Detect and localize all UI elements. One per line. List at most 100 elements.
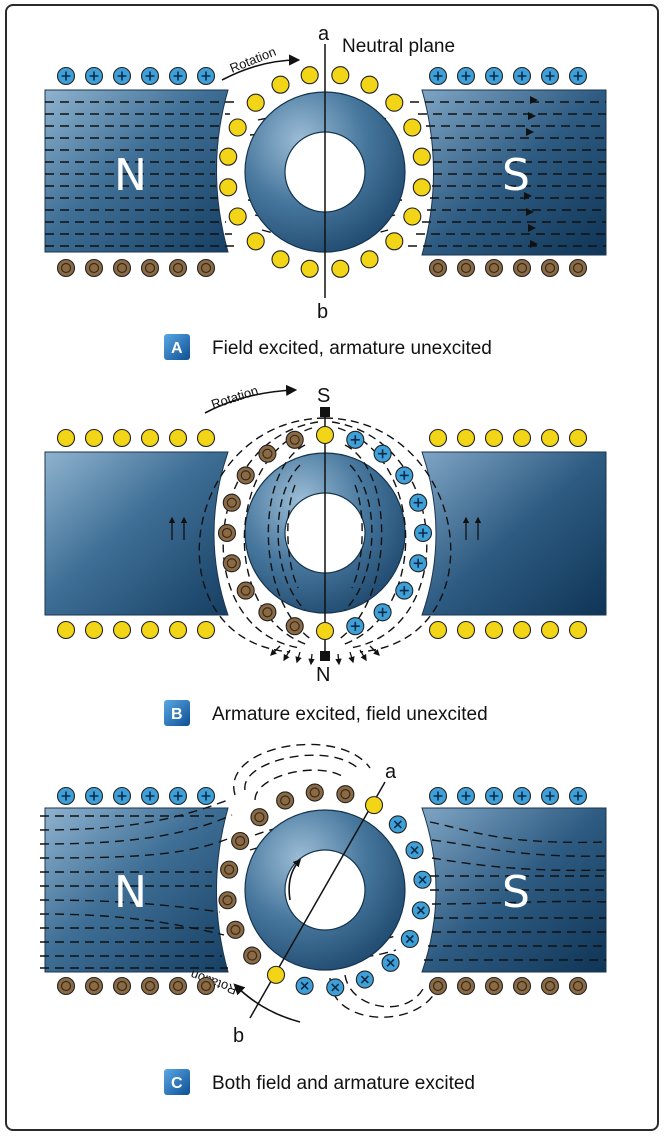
conductor-neutral	[271, 75, 290, 94]
conductor-dot	[140, 258, 160, 278]
conductor-neutral	[385, 232, 404, 251]
pole-marker-n	[320, 651, 330, 661]
conductor-neutral	[112, 620, 132, 640]
conductor-neutral	[403, 207, 422, 226]
conductor-neutral	[112, 428, 132, 448]
neutral-plane-label: Neutral plane	[342, 36, 455, 57]
conductor-neutral	[168, 620, 188, 640]
conductor-neutral	[219, 178, 238, 197]
conductor-neutral	[266, 965, 286, 984]
conductor-dot	[217, 523, 237, 543]
inner-rotation-arrow	[288, 858, 302, 901]
conductor-dot	[56, 976, 76, 996]
conductor-plus	[409, 493, 428, 512]
conductor-plus	[168, 786, 188, 806]
conductor-neutral	[196, 620, 216, 640]
rotation-label-a: Rotation	[228, 44, 279, 76]
conductor-cross	[381, 953, 400, 972]
conductor-dot	[140, 976, 160, 996]
conductor-neutral	[246, 93, 265, 112]
label-a-bottom: b	[317, 301, 328, 323]
conductor-plus	[140, 66, 160, 86]
conductor-neutral	[428, 620, 448, 640]
conductor-dot	[568, 258, 588, 278]
conductor-neutral	[56, 620, 76, 640]
field-lines-a	[45, 101, 606, 247]
conductor-neutral	[568, 428, 588, 448]
conductor-cross	[411, 901, 430, 920]
conductor-dot	[84, 258, 104, 278]
conductor-dot	[285, 430, 304, 449]
conductors-a	[56, 66, 588, 278]
conductor-neutral	[484, 428, 504, 448]
conductor-plus	[484, 786, 504, 806]
conductor-plus	[512, 786, 532, 806]
conductor-neutral	[168, 428, 188, 448]
conductor-neutral	[360, 75, 379, 94]
pole-label-s-c: S	[502, 867, 530, 918]
label-c-top: a	[385, 761, 397, 783]
conductor-plus	[540, 66, 560, 86]
conductor-neutral	[385, 93, 404, 112]
conductor-dot	[428, 976, 448, 996]
conductor-cross	[413, 870, 432, 889]
pole-marker-s	[320, 407, 330, 417]
conductor-neutral	[331, 66, 350, 85]
pole-left-b	[44, 451, 229, 616]
caption-c: Both field and armature excited	[212, 1073, 475, 1094]
conductor-dot	[226, 920, 245, 939]
conductor-neutral	[331, 259, 350, 278]
conductor-plus	[568, 786, 588, 806]
conductor-dot	[168, 976, 188, 996]
conductor-plus	[395, 581, 414, 600]
conductor-neutral	[540, 620, 560, 640]
conductor-plus	[196, 66, 216, 86]
conductor-plus	[112, 66, 132, 86]
conductor-dot	[231, 831, 250, 851]
conductor-dot	[540, 976, 560, 996]
conductor-dot	[285, 617, 304, 636]
conductor-neutral	[300, 66, 319, 85]
rotation-arrow-a	[221, 54, 301, 81]
flux-lines-b	[198, 417, 452, 653]
conductor-dot	[456, 976, 476, 996]
conductor-dot	[112, 976, 132, 996]
rotation-arrow-c	[233, 983, 301, 1023]
conductor-neutral	[228, 207, 247, 226]
conductor-plus	[373, 444, 392, 463]
conductor-plus	[84, 66, 104, 86]
conductor-neutral	[228, 118, 247, 137]
conductor-plus	[428, 786, 448, 806]
label-c-bottom: b	[233, 1025, 244, 1047]
conductor-plus	[428, 66, 448, 86]
conductor-neutral	[140, 428, 160, 448]
label-b-bottom: N	[316, 664, 330, 686]
conductor-cross	[355, 970, 374, 989]
conductor-cross	[326, 978, 345, 997]
conductor-plus	[484, 66, 504, 86]
conductor-neutral	[512, 620, 532, 640]
conductor-dot	[258, 444, 277, 463]
conductor-plus	[112, 786, 132, 806]
conductor-dot	[336, 785, 355, 804]
conductor-neutral	[412, 147, 431, 166]
conductor-dot	[56, 258, 76, 278]
conductor-neutral	[484, 620, 504, 640]
conductor-plus	[409, 554, 428, 573]
pole-label-s-a: S	[502, 150, 530, 201]
panel-a: Rotation a Neutral plane b N S A Field e…	[44, 23, 607, 360]
conductor-plus	[512, 66, 532, 86]
badge-c-text: C	[171, 1075, 183, 1092]
figure-frame	[5, 4, 659, 1131]
conductor-plus	[373, 603, 392, 622]
conductor-dot	[222, 554, 241, 573]
conductor-neutral	[364, 796, 384, 815]
conductor-neutral	[512, 428, 532, 448]
conductor-dot	[250, 808, 269, 827]
conductor-neutral	[428, 428, 448, 448]
conductor-neutral	[300, 259, 319, 278]
conductor-plus	[196, 786, 216, 806]
flux-arrows-a	[524, 96, 538, 248]
pole-right	[421, 89, 607, 256]
conductor-cross	[400, 929, 419, 949]
